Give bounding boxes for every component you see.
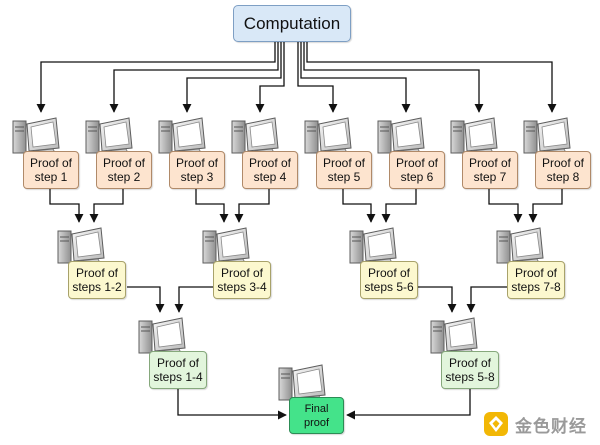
proof-steps-5-6-label: Proof of steps 5-6 <box>364 266 414 294</box>
arrow-step-2-to-pairs-1-2 <box>89 189 124 223</box>
proof-steps-3-4-box: Proof of steps 3-4 <box>213 261 271 299</box>
arrow-step-3-to-pairs-3-4 <box>195 189 229 223</box>
proof-steps-3-4-label: Proof of steps 3-4 <box>217 266 267 294</box>
proof-steps-7-8-label: Proof of steps 7-8 <box>511 266 561 294</box>
arrow-computation-to-step-2 <box>109 42 279 113</box>
proof-steps-5-6-box: Proof of steps 5-6 <box>360 261 418 299</box>
computation-label: Computation <box>243 13 341 33</box>
arrow-quads-5-8-to-final <box>346 389 471 420</box>
arrow-step-5-to-pairs-5-6 <box>342 189 376 223</box>
watermark-text: 金色财经 <box>515 416 587 436</box>
computer-icon-quad-2 <box>430 317 478 359</box>
arrow-step-4-to-pairs-3-4 <box>234 189 270 223</box>
proof-step-1-label: Proof of step 1 <box>29 156 73 184</box>
proof-step-2-label: Proof of step 2 <box>102 156 146 184</box>
proof-step-4-label: Proof of step 4 <box>248 156 292 184</box>
arrow-computation-to-step-8 <box>306 42 557 113</box>
arrow-computation-to-step-3 <box>182 42 282 113</box>
proof-step-2-box: Proof of step 2 <box>96 151 152 189</box>
proof-step-8-label: Proof of step 8 <box>541 156 585 184</box>
arrow-pairs-5-6-to-quads-5-8 <box>418 286 457 313</box>
computer-icon-final <box>278 364 326 406</box>
arrow-pairs-3-4-to-quads-1-4 <box>174 286 213 313</box>
arrow-pairs-7-8-to-quads-5-8 <box>466 286 507 313</box>
arrow-pairs-1-2-to-quads-1-4 <box>127 286 165 313</box>
computer-icon-pair-2 <box>202 227 250 269</box>
proof-steps-1-4-box: Proof of steps 1-4 <box>149 351 207 389</box>
computation-box: Computation <box>233 5 351 42</box>
watermark: 金色财经 <box>483 411 587 437</box>
proof-step-3-label: Proof of step 3 <box>175 156 219 184</box>
proof-step-7-label: Proof of step 7 <box>468 156 512 184</box>
proof-step-8-box: Proof of step 8 <box>535 151 591 189</box>
arrow-step-6-to-pairs-5-6 <box>381 189 417 223</box>
arrow-step-8-to-pairs-7-8 <box>528 189 563 223</box>
computer-icon-step-5 <box>304 117 352 159</box>
arrow-computation-to-step-6 <box>300 42 411 113</box>
proof-step-7-box: Proof of step 7 <box>462 151 518 189</box>
proof-steps-5-8-label: Proof of steps 5-8 <box>445 356 495 384</box>
final-proof-box: Final proof <box>289 397 344 434</box>
proof-steps-1-2-box: Proof of steps 1-2 <box>68 261 126 299</box>
final-proof-label: Final proof <box>303 402 330 429</box>
gold-coin-logo-icon <box>484 412 508 436</box>
proof-step-1-box: Proof of step 1 <box>23 151 79 189</box>
arrow-step-7-to-pairs-7-8 <box>488 189 523 223</box>
proof-step-5-label: Proof of step 5 <box>322 156 366 184</box>
proof-step-5-box: Proof of step 5 <box>316 151 372 189</box>
proof-steps-7-8-box: Proof of steps 7-8 <box>507 261 565 299</box>
proof-steps-5-8-box: Proof of steps 5-8 <box>441 351 499 389</box>
proof-step-3-box: Proof of step 3 <box>169 151 225 189</box>
proof-step-6-box: Proof of step 6 <box>389 151 445 189</box>
arrow-step-1-to-pairs-1-2 <box>49 189 84 223</box>
arrow-computation-to-step-7 <box>303 42 484 113</box>
proof-step-6-label: Proof of step 6 <box>395 156 439 184</box>
proof-step-4-box: Proof of step 4 <box>242 151 298 189</box>
computer-icon-quad-1 <box>138 317 186 359</box>
arrow-quads-1-4-to-final <box>177 389 287 420</box>
proof-steps-1-2-label: Proof of steps 1-2 <box>72 266 122 294</box>
proof-steps-1-4-label: Proof of steps 1-4 <box>153 356 203 384</box>
arrow-computation-to-step-4 <box>255 42 285 113</box>
arrow-computation-to-step-5 <box>297 42 338 113</box>
arrow-computation-to-step-1 <box>36 42 276 113</box>
